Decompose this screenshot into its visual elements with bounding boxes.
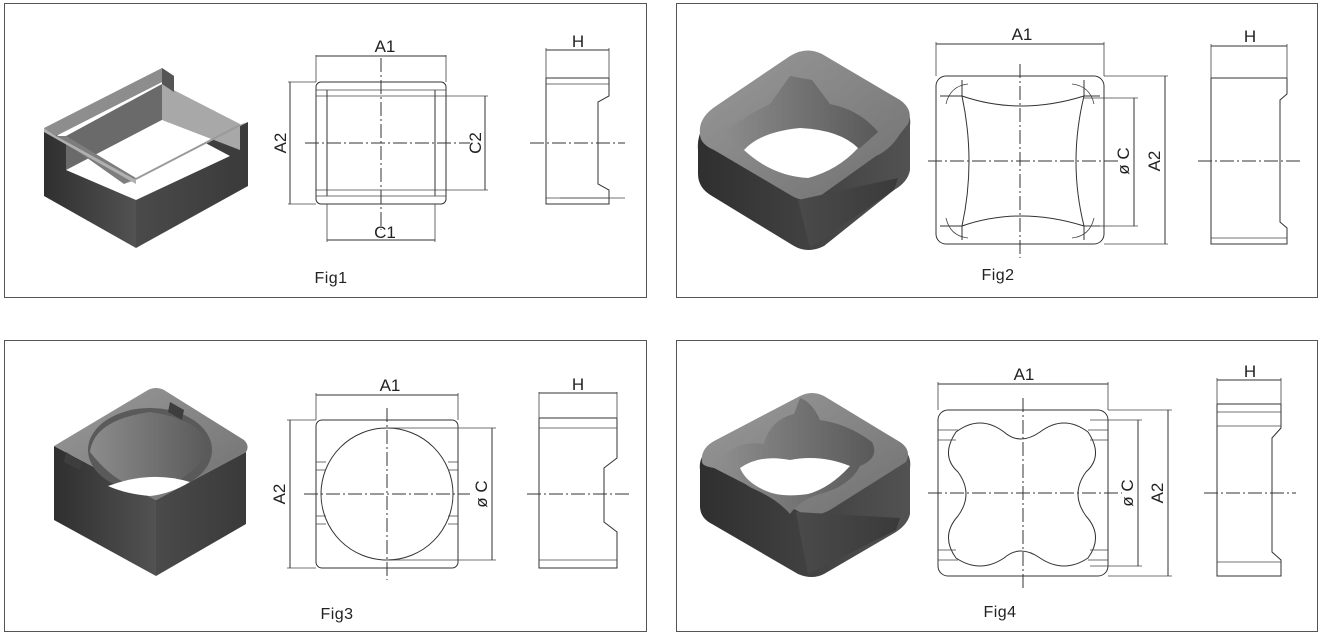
fig1-c1-label: C1 — [374, 223, 396, 242]
fig1-h-label: H — [572, 32, 584, 51]
fig1-side-view — [530, 48, 625, 205]
fig2-isometric-core — [697, 50, 911, 250]
fig2-a2-label: A2 — [1145, 151, 1164, 172]
fig1-a1-label: A1 — [375, 37, 396, 56]
fig3-isometric-core — [54, 388, 248, 576]
fig3-top-view — [287, 393, 496, 580]
fig3-caption: Fig3 — [320, 606, 353, 623]
fig4-a2-label: A2 — [1148, 483, 1167, 504]
fig4-a1-label: A1 — [1014, 365, 1035, 384]
fig1-c2-label: C2 — [466, 132, 485, 154]
fig3-a1-label: A1 — [380, 376, 401, 395]
fig3-c-label: ø C — [472, 480, 491, 507]
fig1-caption: Fig1 — [314, 270, 347, 287]
fig2-side-view — [1198, 44, 1302, 245]
fig4-h-label: H — [1244, 362, 1256, 381]
fig3-side-view — [527, 392, 630, 569]
fig3-h-label: H — [572, 375, 584, 394]
fig2-c-label: ø C — [1114, 147, 1133, 174]
fig2-top-view — [928, 42, 1168, 258]
fig3-a2-label: A2 — [270, 484, 289, 505]
fig4-c-label: ø C — [1118, 479, 1137, 506]
fig4-top-view — [928, 382, 1172, 590]
fig2-a1-label: A1 — [1012, 25, 1033, 44]
fig4-side-view — [1204, 378, 1296, 577]
fig1-isometric-core — [44, 68, 248, 248]
fig1-top-view — [288, 55, 488, 242]
fig4-isometric-core — [699, 393, 911, 577]
fig2-h-label: H — [1244, 27, 1256, 46]
fig2-caption: Fig2 — [981, 267, 1014, 284]
fig4-caption: Fig4 — [983, 604, 1016, 621]
fig1-a2-label: A2 — [271, 133, 290, 154]
